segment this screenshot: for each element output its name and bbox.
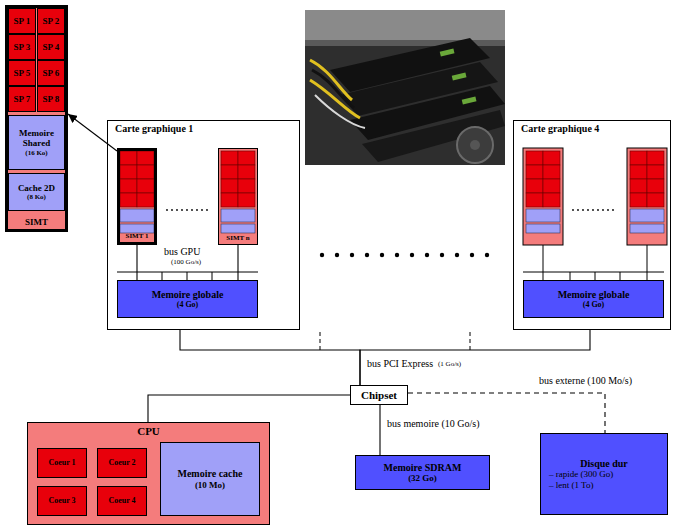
sp-core-cell: SP 2 [37,8,65,34]
bus-label: bus memoire (10 Go/s) [386,418,481,429]
disk-box: Disque dur– rapide (300 Go)– lent (1 To) [540,433,668,515]
sp-core-cell: SP 1 [8,8,36,34]
sdram-box: Memoire SDRAM(32 Go) [355,455,490,490]
bus-connector [180,330,360,385]
box-detail: (16 Ko) [11,149,62,157]
box-title: SIMT [25,218,48,227]
sp-core-cell: SP 7 [8,86,36,112]
cache-box: Cache 2D(8 Ko) [8,173,65,211]
box-text: Coeur 4 [100,496,144,505]
simt-box: SIMT 1 [117,148,157,245]
simt-box: SIMT n [218,148,258,245]
bus-label: bus GPU [163,246,201,257]
sp-core-cell: SP 6 [37,60,65,86]
box-text: Memoire Shared [11,128,62,149]
box-text: SP 5 [11,68,33,78]
bus-label: (1 Go/s) [437,361,462,369]
sp-core-cell: SP 5 [8,60,36,86]
box-detail: (4 Go) [526,300,661,309]
sp-core-cell: SP 4 [37,34,65,60]
box-text: Memoire SDRAM [358,462,487,474]
bus-connector [237,245,238,280]
sp-core-cell: SP 8 [37,86,65,112]
bus-connector [148,395,350,422]
global-memory-box: Memoire globale(4 Go) [117,280,258,318]
box-text: SP 1 [11,16,33,26]
box-text: SP 2 [40,16,62,26]
box-detail: (8 Ko) [11,193,62,201]
bus-label: bus externe (100 Mo/s) [538,375,633,386]
box-title: SIMT 1 [125,233,148,240]
box-text: Cache 2D [11,183,62,193]
box-title: CPU [137,426,160,437]
core-box: Coeur 4 [97,486,147,516]
global-memory-box: Memoire globale(4 Go) [523,280,664,318]
graphics-card-box: Carte graphique 1 SIMT 1 SIMT n Memoire glo… [107,120,300,330]
box-text: SP 7 [11,94,33,104]
box-detail: – lent (1 To) [543,480,665,490]
box-detail: (4 Go) [120,300,255,309]
core-box: Coeur 3 [37,486,87,516]
box-text: Coeur 1 [40,458,84,467]
box-text: Memoire globale [526,289,661,301]
box-detail: (10 Mo) [163,480,257,490]
bus-connector [136,245,137,280]
core-box: Coeur 1 [37,448,87,478]
bus-label: bus PCI Express [366,358,434,369]
box-text: SP 8 [40,94,62,104]
box-text: SP 3 [11,42,33,52]
cpu-box: CPU Coeur 1 Coeur 2 Coeur 3 Coeur 4 Memoire c… [27,422,270,525]
graphics-card-box: Carte graphique 4 Memoire globale(4 Go) [513,120,671,330]
bus-label: (100 Go/s) [170,259,202,267]
box-text: Memoire cache [163,468,257,480]
box-title: SIMT n [226,235,249,242]
box-text: Disque dur [543,458,665,470]
box-detail: – rapide (300 Go) [543,469,665,479]
bus-connector [379,405,380,455]
chipset-box: Chipset [350,385,408,405]
sp-core-cell: SP 3 [8,34,36,60]
box-title: Carte graphique 4 [521,124,599,134]
core-box: Coeur 2 [97,448,147,478]
box-title: Carte graphique 1 [115,124,193,134]
simt-detail-box: SIMT SP 1 SP 2 SP 3 SP 4 SP 5 SP 6 SP 7 SP 8 Memo… [5,5,68,232]
box-text: SP 6 [40,68,62,78]
box-text: Memoire globale [120,289,255,301]
cache-memory-box: Memoire cache(10 Mo) [160,442,260,516]
box-text: Chipset [353,389,405,402]
box-detail: (32 Go) [358,473,487,483]
shared-memory-box: Memoire Shared(16 Ko) [8,115,65,170]
box-text: Coeur 2 [100,458,144,467]
box-text: SP 4 [40,42,62,52]
gpu-photo [305,10,505,165]
box-text: Coeur 3 [40,496,84,505]
